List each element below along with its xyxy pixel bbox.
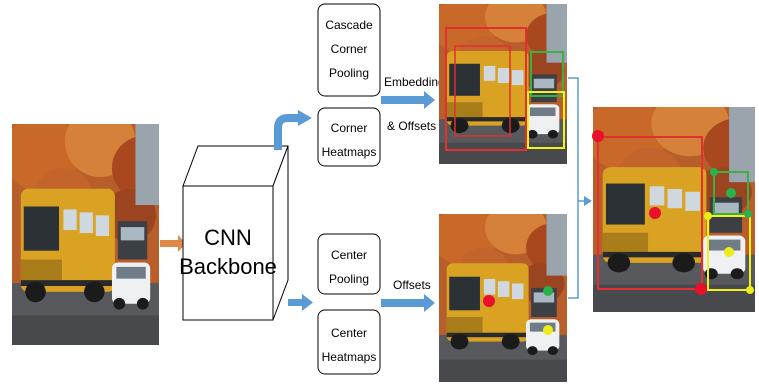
center-pooling-box: Center Pooling bbox=[317, 233, 381, 295]
corner-heatmaps-box: Corner Heatmaps bbox=[317, 107, 381, 167]
bus-center-keypoint bbox=[483, 295, 495, 307]
input-image bbox=[12, 124, 159, 345]
suv-center-keypoint bbox=[543, 286, 553, 296]
cnn-backbone-label-line2: Backbone bbox=[179, 254, 277, 279]
center-heatmaps-box: Center Heatmaps bbox=[317, 309, 381, 375]
arrow-corner-branch bbox=[381, 91, 435, 109]
car-center-keypoint bbox=[543, 325, 553, 335]
arrow-cnn-to-center-branch bbox=[288, 294, 313, 311]
cascade-corner-pooling-box: Cascade Corner Pooling bbox=[317, 3, 381, 97]
edge-label-embeddings: Embeddings bbox=[384, 75, 451, 89]
center-heatmaps-line2: Heatmaps bbox=[322, 350, 377, 364]
cascade-corner-pooling-line2: Corner bbox=[331, 42, 368, 56]
merge-arrows-to-final bbox=[568, 77, 592, 299]
cnn-backbone-label-line1: CNN bbox=[204, 225, 252, 250]
edge-label-offsets-corner: & Offsets bbox=[387, 119, 436, 133]
center-pooling-line1: Center bbox=[331, 248, 367, 262]
center-heatmaps-line1: Center bbox=[331, 326, 367, 340]
center-keypoints-image bbox=[439, 214, 567, 382]
edge-label-offsets-center: Offsets bbox=[393, 278, 431, 292]
corner-heatmaps-line2: Heatmaps bbox=[322, 145, 377, 159]
corner-detections-image bbox=[439, 4, 567, 164]
cascade-corner-pooling-line1: Cascade bbox=[325, 18, 373, 32]
corner-heatmaps-line1: Corner bbox=[331, 121, 368, 135]
final-detections-image bbox=[592, 107, 755, 312]
cnn-backbone-cube: CNN Backbone bbox=[179, 145, 289, 321]
arrow-input-to-cnn bbox=[160, 235, 186, 252]
center-pooling-line2: Pooling bbox=[329, 272, 369, 286]
cascade-corner-pooling-line3: Pooling bbox=[329, 66, 369, 80]
arrow-cnn-to-corner-branch bbox=[274, 110, 312, 150]
arrow-center-branch bbox=[381, 294, 435, 312]
